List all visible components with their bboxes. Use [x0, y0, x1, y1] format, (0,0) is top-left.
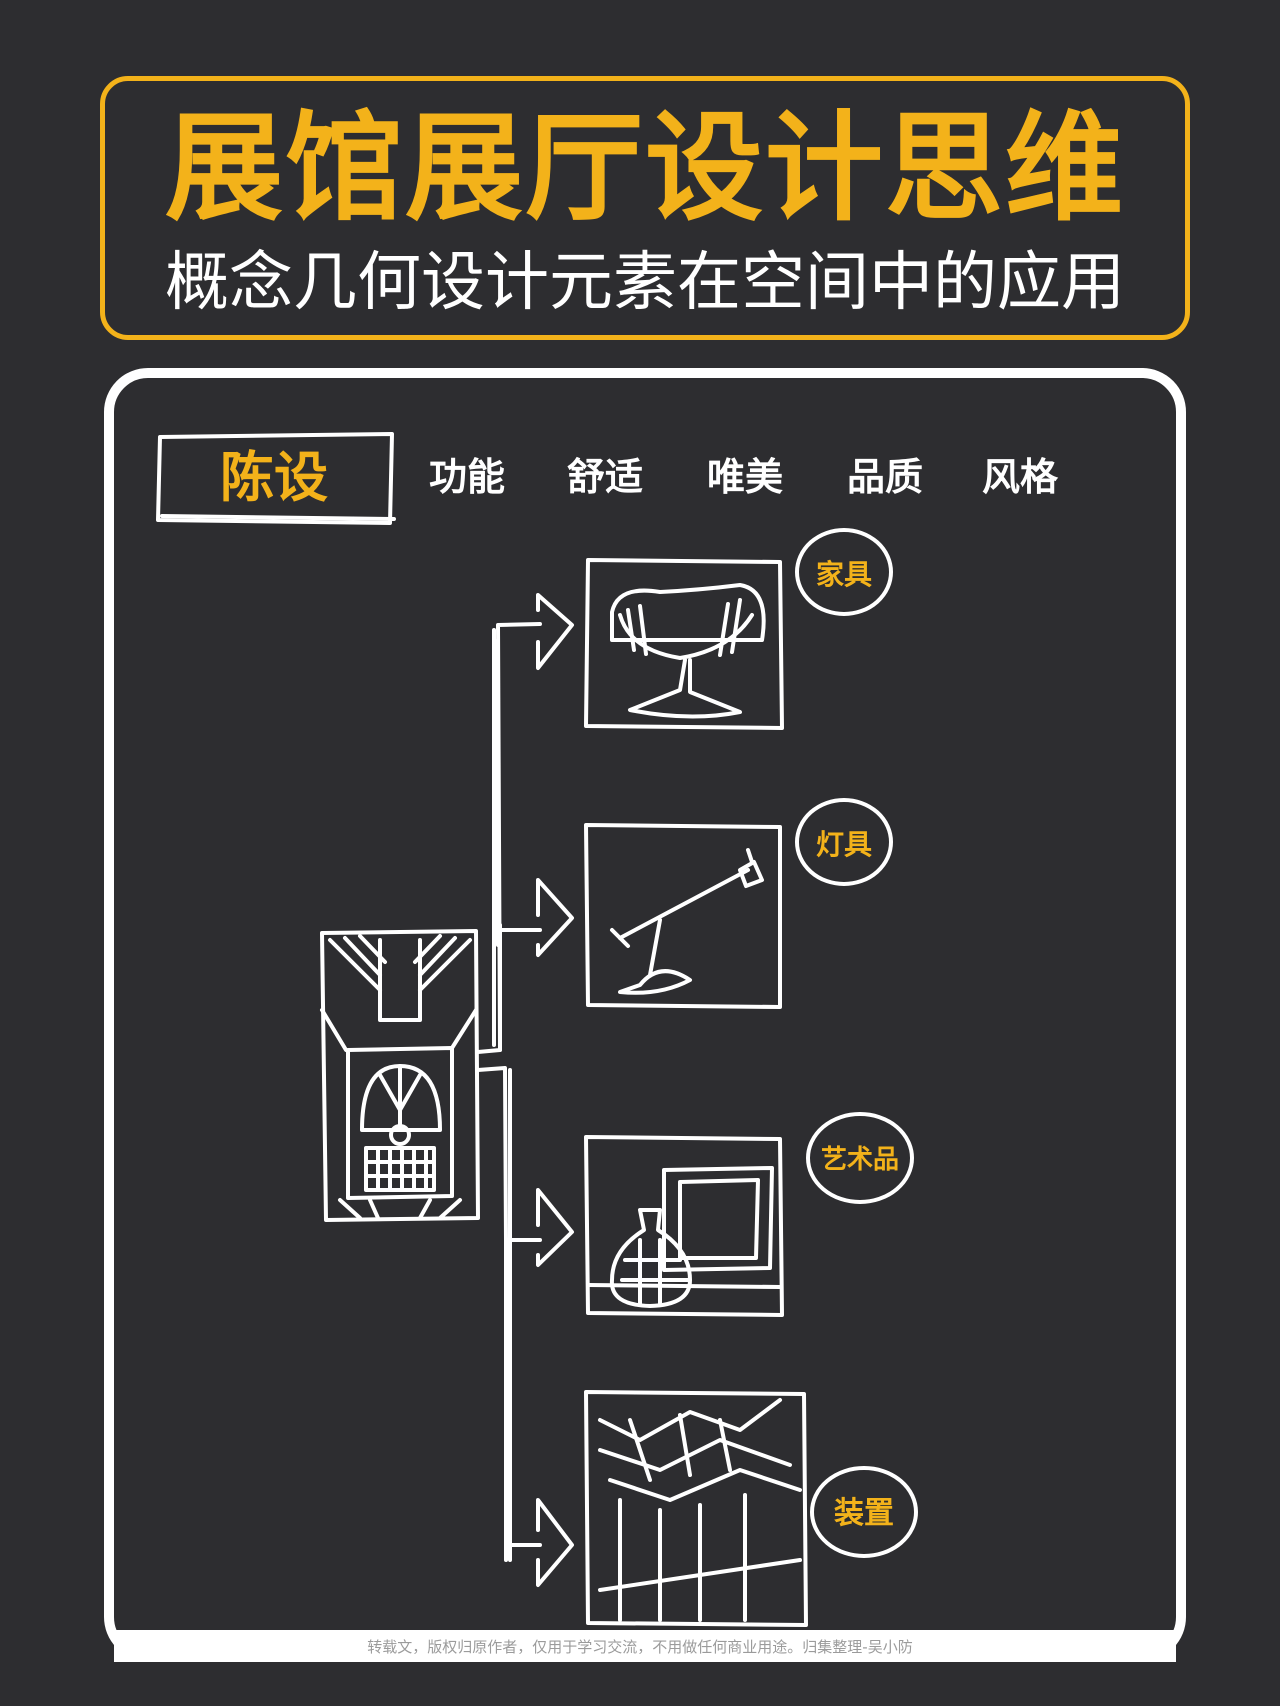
attribute-comfort: 舒适 [567, 454, 643, 499]
branch-label-lighting: 灯具 [816, 828, 872, 861]
category-label: 陈设 [220, 445, 328, 509]
category-box [156, 432, 396, 525]
furniture-frame [584, 558, 784, 730]
chair-icon [610, 583, 766, 719]
label-circle-lighting [795, 798, 893, 886]
vase-artwork-icon [609, 1166, 774, 1308]
artwork-frame [584, 1135, 784, 1317]
page-title: 展馆展厅设计思维 [164, 99, 1125, 237]
attribute-function: 功能 [429, 454, 505, 499]
ceiling-installation-icon [598, 1398, 802, 1622]
footer-band [114, 1630, 1176, 1662]
label-circle-art [806, 1112, 914, 1204]
label-circle-furniture [795, 528, 893, 616]
branch-label-installation: 装置 [834, 1496, 894, 1531]
title-frame: 展馆展厅设计思维 概念几何设计元素在空间中的应用 [100, 76, 1190, 340]
attribute-quality: 品质 [847, 454, 923, 499]
branch-label-furniture: 家具 [816, 558, 872, 591]
installation-frame [584, 1390, 808, 1627]
page-subtitle: 概念几何设计元素在空间中的应用 [165, 246, 1125, 320]
attribute-beauty: 唯美 [707, 454, 783, 499]
connector-lines [476, 593, 574, 1587]
lighting-frame [584, 823, 782, 1009]
attribute-style: 风格 [982, 454, 1059, 499]
desk-lamp-icon [610, 848, 764, 995]
label-circle-installation [810, 1466, 918, 1558]
copyright-note: 转载文，版权归原作者，仅用于学习交流，不用做任何商业用途。归集整理-吴小防 [367, 1638, 913, 1656]
exhibition-hall-sketch-icon [320, 929, 480, 1222]
branch-label-art: 艺术品 [821, 1145, 899, 1175]
